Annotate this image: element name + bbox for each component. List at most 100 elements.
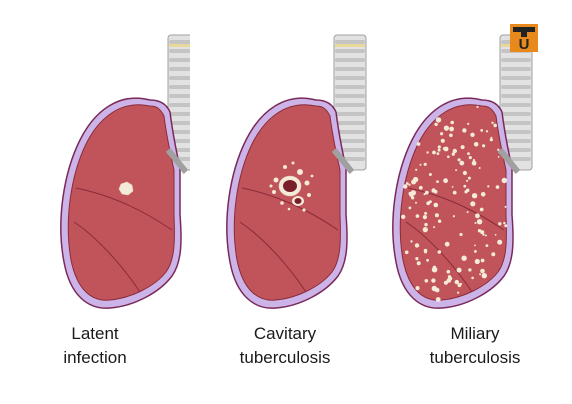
miliary-nodule [405,182,409,185]
miliary-nodule [474,244,476,247]
miliary-nodule [444,241,450,247]
miliary-nodule [403,184,408,189]
miliary-nodule [408,183,411,186]
miliary-nodule [474,258,480,265]
miliary-nodule [495,185,500,189]
caption-line-2: tuberculosis [429,348,521,367]
panel-cavitary-tuberculosis: Cavitary tuberculosis [190,0,380,404]
miliary-nodule [424,190,429,195]
miliary-nodule [480,268,485,274]
miliary-nodule [437,119,440,122]
miliary-nodule [440,132,444,136]
miliary-nodule [419,163,422,166]
miliary-nodule [497,239,503,245]
trachea-ring [335,103,365,107]
miliary-nodule [472,159,476,162]
miliary-nodule [493,123,497,128]
miliary-nodule [471,201,474,204]
miliary-nodule [485,244,489,248]
trachea-ring [335,67,365,71]
trachea-ring [501,139,531,143]
miliary-nodule [494,234,497,236]
trachea-ring [335,94,365,98]
miliary-nodule [428,200,432,204]
miliary-nodule [471,276,474,280]
miliary-nodule [498,222,502,226]
miliary-nodule [416,261,421,266]
trachea-ring [501,103,531,107]
miliary-nodule [424,211,428,215]
miliary-nodule [482,233,485,236]
miliary-nodule [476,105,479,108]
miliary-nodule [431,266,438,273]
caption-line-1: Cavitary [253,324,317,343]
miliary-nodule [473,142,479,147]
miliary-nodule [416,142,421,146]
cavity-cluster [269,161,314,212]
miliary-nodule [452,215,455,218]
miliary-nodule [459,232,463,237]
tu-logo-icon: U [510,24,538,53]
miliary-nodule [503,221,506,225]
lung-miliary [392,34,533,309]
miliary-nodule [452,148,457,154]
trachea-ring [501,94,531,98]
miliary-nodules [401,105,508,302]
miliary-nodule [478,167,481,169]
panel-latent-infection: Latent infection [0,0,190,404]
trachea-ring [501,58,531,62]
trachea-ring [501,130,531,134]
lung-latent [60,34,190,309]
trachea-ring [169,85,190,89]
miliary-nodule [415,214,420,218]
miliary-nodule [462,170,467,176]
miliary-nodule [446,278,452,283]
miliary-nodule [451,186,454,188]
caption-line-1: Latent [71,324,119,343]
miliary-nodule [432,150,436,155]
miliary-nodule [431,188,436,193]
trachea-ring [335,85,365,89]
miliary-nodule [501,177,507,184]
miliary-nodule [422,227,428,233]
miliary-nodule [426,151,429,154]
miliary-nodule [479,273,482,276]
trachea-ring [169,40,190,44]
miliary-nodule [435,297,441,302]
trachea-ring [169,58,190,62]
caption-cavitary: Cavitary tuberculosis [190,322,380,370]
caption-miliary: Miliary tuberculosis [380,322,570,370]
trachea-ring [501,85,531,89]
miliary-nodule [457,158,461,162]
miliary-nodule [491,121,494,125]
miliary-nodule [450,120,454,125]
miliary-nodule [468,268,472,272]
miliary-nodule [484,234,487,237]
miliary-nodule [446,269,451,274]
trachea-ring [335,40,365,44]
miliary-nodule [466,211,469,214]
miliary-nodule [431,278,436,283]
miliary-nodule [437,250,442,254]
caption-line-2: infection [63,348,127,367]
miliary-nodule [401,214,406,219]
miliary-nodule [433,202,439,208]
miliary-nodule [476,219,483,225]
trachea-ring [169,94,190,98]
trachea-ring [169,103,190,107]
miliary-nodule [437,148,441,152]
trachea-band [169,44,190,47]
miliary-nodule [412,176,419,183]
miliary-nodule [482,144,486,148]
miliary-nodule [466,179,469,182]
miliary-nodule [410,196,415,200]
caption-line-1: Miliary [450,324,500,343]
miliary-nodule [415,168,418,171]
miliary-nodule [456,267,462,273]
trachea-ring [335,58,365,62]
miliary-nodule [471,193,478,199]
miliary-nodule [408,191,412,196]
miliary-nodule [423,193,426,196]
trachea-ring [169,76,190,80]
